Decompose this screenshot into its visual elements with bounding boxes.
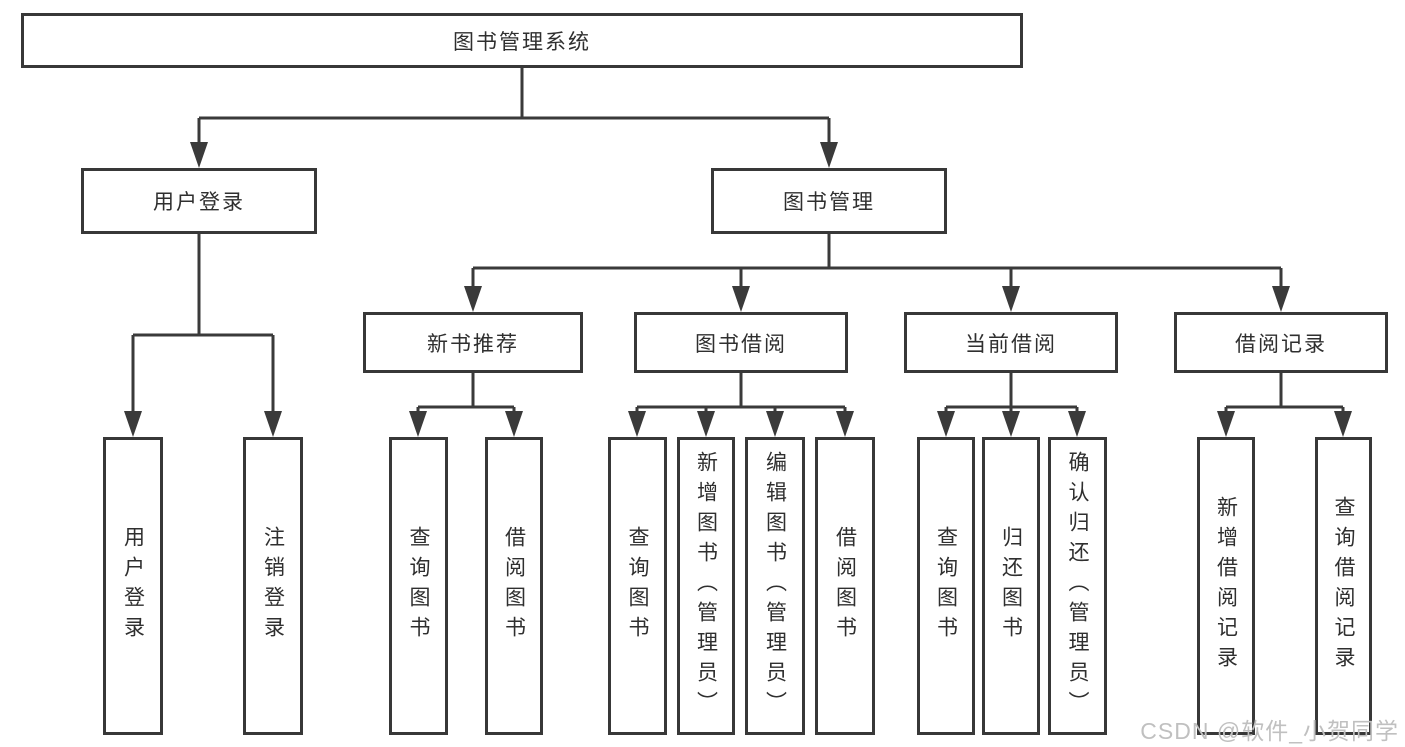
arrowhead [1002,286,1020,312]
leaf-return-books: 归还图书 [982,437,1040,735]
leaf-logout: 注销登录 [243,437,303,735]
connector-book-borrow [635,373,847,413]
connector-new-book-recommend [416,373,516,413]
leaf-add-borrow-record: 新增借阅记录 [1197,437,1255,735]
leaf-recommend-borrow-books: 借阅图书 [485,437,543,735]
node-new-book-recommend-label: 新书推荐 [427,332,519,356]
node-book-management: 图书管理 [711,168,947,234]
node-root: 图书管理系统 [21,13,1023,68]
node-current-borrow-label: 当前借阅 [965,332,1057,356]
leaf-current-query-books: 查询图书 [917,437,975,735]
leaf-recommend-borrow-books-label: 借阅图书 [502,526,526,646]
leaf-borrow-query-books: 查询图书 [608,437,667,735]
node-root-label: 图书管理系统 [453,30,591,54]
arrowhead [464,286,482,312]
node-borrow-records-label: 借阅记录 [1235,332,1327,356]
node-user-login: 用户登录 [81,168,317,234]
arrowhead [1272,286,1290,312]
arrowhead [937,411,955,437]
leaf-borrow-books-label: 借阅图书 [833,526,857,646]
leaf-user-login: 用户登录 [103,437,163,735]
leaf-borrow-books: 借阅图书 [815,437,875,735]
connector-root [197,68,831,143]
arrowhead [505,411,523,437]
connector-borrow-records [1224,373,1345,413]
arrowhead [836,411,854,437]
leaf-recommend-query-books: 查询图书 [389,437,448,735]
leaf-query-borrow-record-label: 查询借阅记录 [1332,496,1355,676]
node-new-book-recommend: 新书推荐 [363,312,583,373]
arrowheads [124,142,1352,437]
leaf-borrow-query-books-label: 查询图书 [626,526,649,646]
csdn-watermark: CSDN @软件_小贺同学 [1140,718,1399,744]
leaf-add-books-admin: 新增图书（管理员） [677,437,735,735]
node-book-borrow: 图书借阅 [634,312,848,373]
arrowhead [264,411,282,437]
leaf-user-login-label: 用户登录 [121,526,145,646]
connector-user-login [131,234,275,412]
leaf-confirm-return-admin-label: 确认归还（管理员） [1066,451,1089,721]
connector-book-management [471,234,1283,287]
arrowhead [820,142,838,168]
connector-current-borrow [944,373,1079,413]
leaf-current-query-books-label: 查询图书 [934,526,958,646]
leaf-return-books-label: 归还图书 [999,526,1023,646]
arrowhead [628,411,646,437]
node-book-management-label: 图书管理 [783,191,875,214]
arrowhead [1217,411,1235,437]
node-book-borrow-label: 图书借阅 [695,332,787,356]
arrowhead [697,411,715,437]
leaf-add-books-admin-label: 新增图书（管理员） [694,451,718,721]
leaf-logout-label: 注销登录 [261,526,285,646]
arrowhead [124,411,142,437]
leaf-edit-books-admin: 编辑图书（管理员） [745,437,805,735]
leaf-add-borrow-record-label: 新增借阅记录 [1214,496,1238,676]
leaf-query-borrow-record: 查询借阅记录 [1315,437,1372,735]
arrowhead [766,411,784,437]
arrowhead [1002,411,1020,437]
arrowhead [409,411,427,437]
arrowhead [1334,411,1352,437]
leaf-edit-books-admin-label: 编辑图书（管理员） [763,451,787,721]
node-borrow-records: 借阅记录 [1174,312,1388,373]
arrowhead [1068,411,1086,437]
node-user-login-label: 用户登录 [153,191,245,214]
arrowhead [732,286,750,312]
node-current-borrow: 当前借阅 [904,312,1118,373]
leaf-recommend-query-books-label: 查询图书 [407,526,430,646]
arrowhead [190,142,208,168]
leaf-confirm-return-admin: 确认归还（管理员） [1048,437,1107,735]
